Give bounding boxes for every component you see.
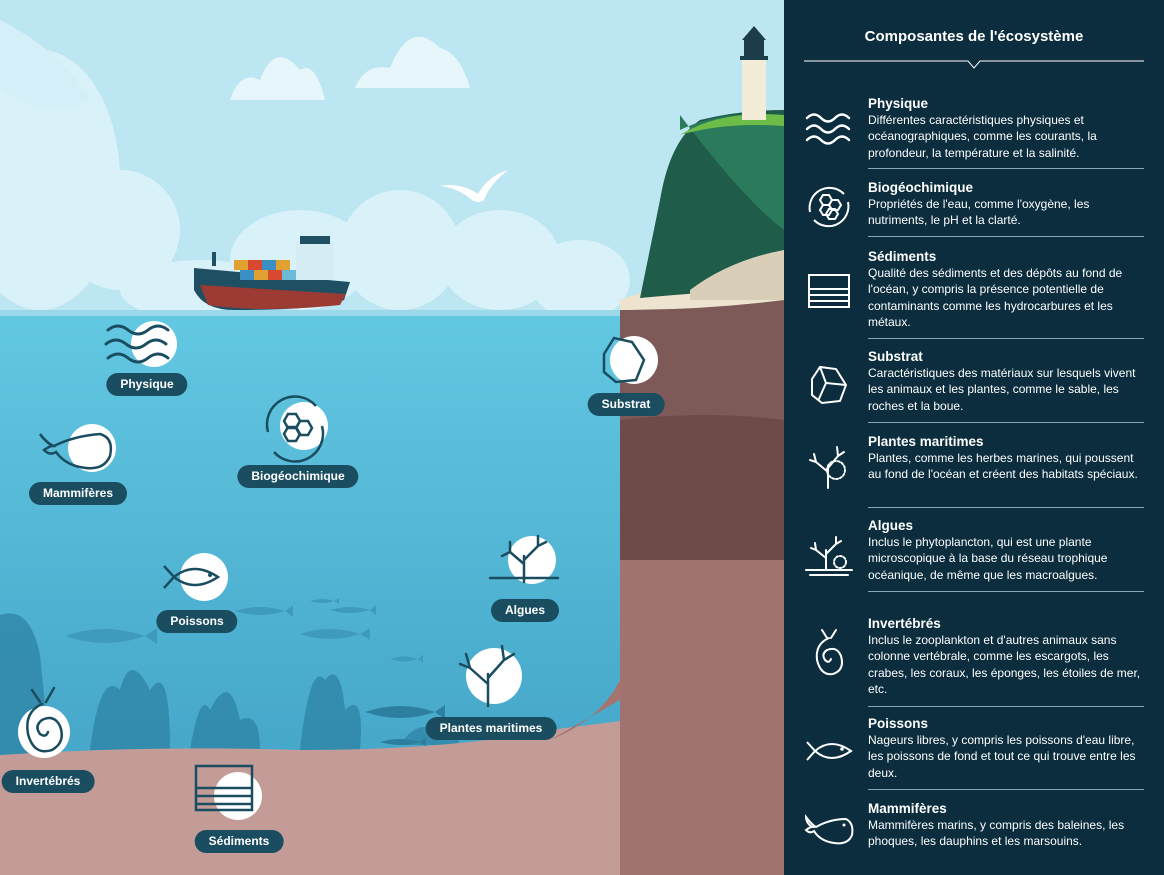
snail-icon [815,629,843,676]
lighthouse [740,26,768,120]
legend-description: Inclus le zooplankton et d'autres animau… [868,633,1141,697]
divider [868,706,1144,707]
divider [868,789,1144,790]
legend-heading: Physique [868,96,929,111]
divider [868,338,1144,339]
legend-description: Caractéristiques des matériaux sur lesqu… [868,366,1136,413]
legend-description: Différentes caractéristiques physiques e… [868,113,1097,160]
whale-icon [804,813,854,845]
legend-heading: Algues [868,518,914,533]
scene-algues-icon [488,534,560,584]
pill-plantes-maritimes[interactable]: Plantes maritimes [425,717,557,740]
divider [868,507,1144,508]
sediment-layers-icon [808,274,850,308]
rock-icon [811,365,848,405]
legend-description: Plantes, comme les herbes marines, qui p… [868,451,1138,482]
fish-silhouettes [65,598,445,747]
waves-icon [805,113,851,145]
scene-invertebres-icon [18,686,70,758]
reef-silhouettes [0,613,460,755]
divider [868,168,1144,169]
scene-plantes-icon [458,644,522,708]
legend-item-substrat: Substrat Caractéristiques des matériaux … [804,349,1144,415]
cliff [550,110,784,875]
pill-invertebres[interactable]: Invertébrés [1,770,95,793]
legend-item-poissons: Poissons Nageurs libres, y compris les p… [804,716,1144,782]
pill-biogeochimique[interactable]: Biogéochimique [237,465,359,488]
legend-heading: Mammifères [868,801,947,816]
scene-physique-icon [104,321,177,367]
pill-algues[interactable]: Algues [490,599,560,622]
algae-icon [805,536,853,576]
scene-fish-icon [163,553,228,601]
legend-description: Mammifères marins, y compris des baleine… [868,818,1125,849]
pill-mammiferes[interactable]: Mammifères [28,482,128,505]
divider [868,591,1144,592]
legend-heading: Substrat [868,349,923,364]
legend-description: Inclus le phytoplancton, qui est une pla… [868,535,1108,582]
legend-description: Qualité des sédiments et des dépôts au f… [868,266,1123,330]
fish-icon [806,741,853,761]
legend-item-sediments: Sédiments Qualité des sédiments et des d… [804,249,1144,333]
legend-heading: Biogéochimique [868,180,974,195]
legend-heading: Poissons [868,716,929,731]
legend-heading: Plantes maritimes [868,434,984,449]
legend-panel: Composantes de l'écosystème Physique Dif… [784,0,1164,875]
panel-title: Composantes de l'écosystème [864,28,1084,45]
scene-sediments-icon [194,764,262,820]
scene-substrat-icon [602,336,658,384]
legend-description: Nageurs libres, y compris les poissons d… [868,733,1136,780]
divider [868,236,1144,237]
legend-description: Propriétés de l'eau, comme l'oxygène, le… [868,197,1090,228]
legend-item-physique: Physique Différentes caractéristiques ph… [804,96,1144,162]
legend-item-biogeochimique: Biogéochimique Propriétés de l'eau, comm… [804,180,1144,230]
pill-sediments[interactable]: Sédiments [194,830,284,853]
small-clouds [0,20,470,108]
ecosystem-scene: Physique Mammifères Biogéochimique Subst… [0,0,784,875]
cargo-ship [194,236,350,310]
scene-whale-icon [38,424,116,472]
legend-item-mammiferes: Mammifères Mammifères marins, y compris … [804,801,1144,853]
legend-heading: Sédiments [868,249,937,264]
cycle-hexagons-icon [808,186,850,228]
seafloor [0,700,784,875]
legend-heading: Invertébrés [868,616,941,631]
divider [868,422,1144,423]
scene-biogeochimique-icon [265,395,328,463]
legend-item-invertebres: Invertébrés Inclus le zooplankton et d'a… [804,616,1144,700]
legend-item-algues: Algues Inclus le phytoplancton, qui est … [804,518,1144,584]
coral-plant-icon [809,446,846,489]
title-divider [804,60,1144,69]
legend-item-plantes-maritimes: Plantes maritimes Plantes, comme les her… [804,434,1144,500]
pill-substrat[interactable]: Substrat [587,393,665,416]
seagull [440,170,508,202]
pill-poissons[interactable]: Poissons [156,610,238,633]
pill-physique[interactable]: Physique [106,373,188,396]
